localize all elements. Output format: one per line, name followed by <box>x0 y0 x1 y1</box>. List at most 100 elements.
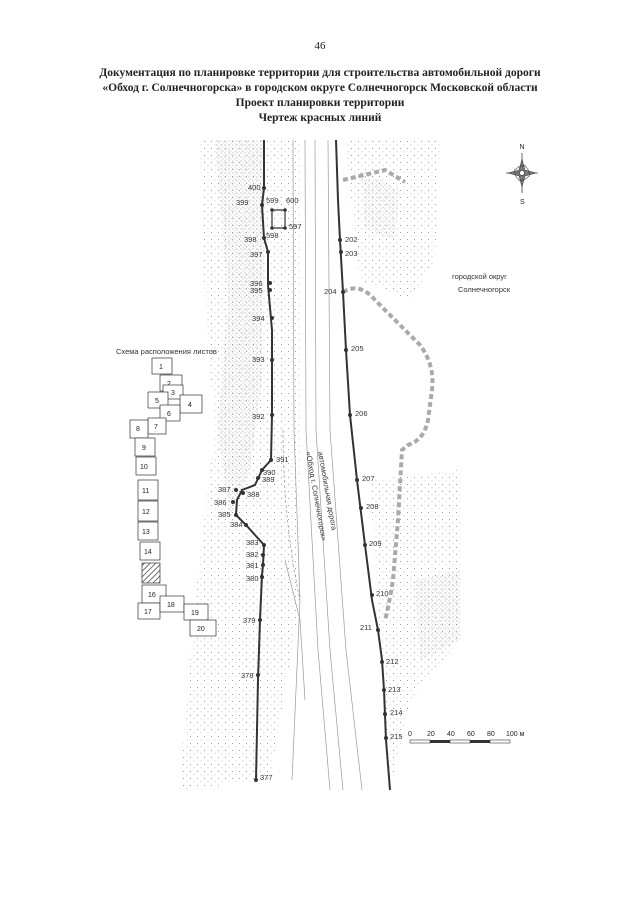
sheet-13: 13 <box>137 521 159 541</box>
page-number: 46 <box>314 40 326 52</box>
point-395: 395 <box>250 286 272 295</box>
svg-text:380: 380 <box>246 574 259 583</box>
svg-text:14: 14 <box>144 549 152 556</box>
svg-text:10: 10 <box>140 464 148 471</box>
title-line-4: Чертеж красных линий <box>258 112 382 124</box>
svg-text:3: 3 <box>171 390 175 397</box>
point-600: 600 <box>283 196 299 212</box>
point-383: 383 <box>246 538 266 547</box>
sheet-11: 11 <box>137 479 159 501</box>
svg-text:9: 9 <box>142 445 146 452</box>
compass-rose-icon: N S <box>506 144 538 206</box>
ramp-loop <box>341 167 435 621</box>
point-379: 379 <box>243 616 262 625</box>
svg-text:100 м: 100 м <box>506 731 525 738</box>
sheet-10: 10 <box>135 456 157 476</box>
svg-text:387: 387 <box>218 485 231 494</box>
point-598: 598 <box>266 226 279 240</box>
svg-text:12: 12 <box>142 509 150 516</box>
point-213: 213 <box>382 685 401 694</box>
point-399: 399 <box>236 198 264 207</box>
svg-text:206: 206 <box>355 409 368 418</box>
road-corridor <box>282 139 363 791</box>
svg-text:397: 397 <box>250 250 263 259</box>
sheet-17: 17 <box>137 602 161 620</box>
sheet-9: 9 <box>134 437 156 457</box>
point-210: 210 <box>370 589 389 598</box>
point-207: 207 <box>355 474 375 483</box>
svg-text:204: 204 <box>324 287 337 296</box>
point-204: 204 <box>324 287 345 296</box>
point-205: 205 <box>344 344 364 353</box>
svg-text:213: 213 <box>388 685 401 694</box>
svg-text:209: 209 <box>369 539 382 548</box>
point-393: 393 <box>252 355 274 364</box>
svg-text:15: 15 <box>146 571 154 578</box>
sheet-20: 20 <box>189 619 217 637</box>
point-203: 203 <box>339 249 358 258</box>
svg-text:6: 6 <box>167 411 171 418</box>
point-397: 397 <box>250 250 270 259</box>
svg-text:598: 598 <box>266 231 279 240</box>
svg-text:0: 0 <box>408 731 412 738</box>
svg-text:393: 393 <box>252 355 265 364</box>
svg-text:16: 16 <box>148 592 156 599</box>
point-386: 386 <box>214 498 235 507</box>
svg-text:20: 20 <box>427 731 435 738</box>
svg-text:379: 379 <box>243 616 256 625</box>
svg-text:600: 600 <box>286 196 299 205</box>
svg-text:383: 383 <box>246 538 259 547</box>
point-378: 378 <box>241 671 260 680</box>
svg-text:599: 599 <box>266 196 279 205</box>
svg-text:390: 390 <box>263 468 276 477</box>
svg-text:394: 394 <box>252 314 265 323</box>
svg-text:400: 400 <box>248 183 261 192</box>
svg-text:205: 205 <box>351 344 364 353</box>
point-390: 390 <box>260 468 276 477</box>
point-215: 215 <box>384 732 403 741</box>
svg-text:7: 7 <box>154 424 158 431</box>
svg-text:381: 381 <box>246 561 259 570</box>
point-387: 387 <box>218 485 238 494</box>
sheet-14: 14 <box>139 541 161 561</box>
svg-text:382: 382 <box>246 550 259 559</box>
sheet-7: 7 <box>147 417 167 435</box>
sheet-layout-scheme: 1 2 3 4 5 6 7 8 9 10 11 12 13 14 15 16 1… <box>129 357 217 637</box>
svg-text:202: 202 <box>345 235 358 244</box>
title-line-1: Документация по планировке территории дл… <box>99 67 541 79</box>
svg-text:207: 207 <box>362 474 375 483</box>
svg-text:S: S <box>520 199 525 206</box>
svg-text:8: 8 <box>136 426 140 433</box>
svg-text:17: 17 <box>144 609 152 616</box>
svg-text:1: 1 <box>159 364 163 371</box>
point-597: 597 <box>283 222 302 231</box>
point-381: 381 <box>246 561 265 570</box>
svg-text:5: 5 <box>155 398 159 405</box>
svg-text:378: 378 <box>241 671 254 680</box>
point-212: 212 <box>380 657 399 666</box>
svg-text:212: 212 <box>386 657 399 666</box>
svg-text:210: 210 <box>376 589 389 598</box>
svg-text:80: 80 <box>487 731 495 738</box>
svg-text:203: 203 <box>345 249 358 258</box>
point-396: 396 <box>250 279 272 288</box>
svg-text:399: 399 <box>236 198 249 207</box>
point-385: 385 <box>218 510 238 519</box>
left-line-points: 400 399 599 600 597 598 398 397 396 395 … <box>214 183 302 782</box>
right-red-line <box>335 139 391 791</box>
title-line-3: Проект планировки территории <box>235 97 405 109</box>
point-599: 599 <box>266 196 279 212</box>
point-392: 392 <box>252 412 274 421</box>
svg-text:388: 388 <box>247 490 260 499</box>
svg-text:215: 215 <box>390 732 403 741</box>
district-label-line-2: Солнечногорск <box>458 285 511 294</box>
svg-text:18: 18 <box>167 602 175 609</box>
point-211: 211 <box>360 623 380 632</box>
svg-text:392: 392 <box>252 412 265 421</box>
svg-text:395: 395 <box>250 286 263 295</box>
svg-text:377: 377 <box>260 773 273 782</box>
document-title: Документация по планировке территории дл… <box>40 66 600 126</box>
svg-text:398: 398 <box>244 235 257 244</box>
scale-bar: 0 20 40 60 80 100 м <box>408 731 525 744</box>
